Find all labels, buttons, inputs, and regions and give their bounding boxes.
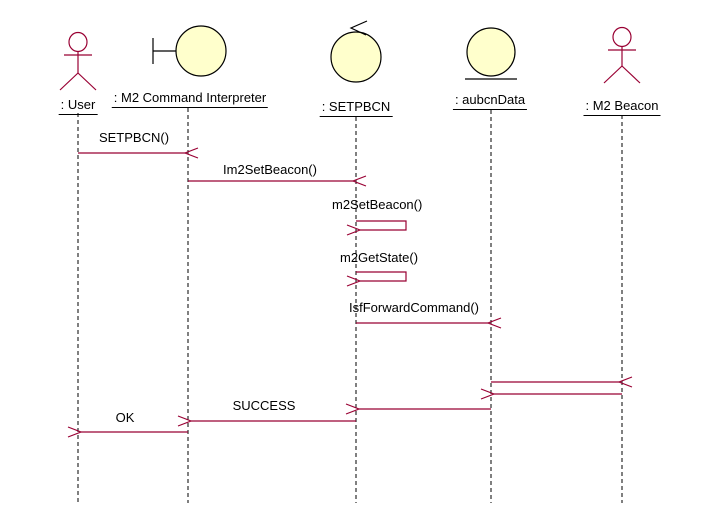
- message-label-im2setbeacon: Im2SetBeacon(): [223, 162, 317, 177]
- message-arrows: [78, 153, 622, 432]
- participant-label-m2-beacon: : M2 Beacon: [583, 98, 661, 116]
- arrow-m2setbeacon-self: [356, 220, 407, 230]
- entity-icon: [465, 27, 517, 80]
- control-icon: [330, 20, 382, 83]
- user-actor-icon: [59, 31, 97, 91]
- m2-beacon-actor-icon: [603, 26, 641, 84]
- participant-label-aubcndata: : aubcnData: [452, 92, 528, 110]
- message-label-success: SUCCESS: [232, 398, 296, 413]
- message-label-m2getstate: m2GetState(): [340, 250, 419, 265]
- participant-label-setpbcn: : SETPBCN: [319, 99, 393, 117]
- message-label-setpbcn: SETPBCN(): [98, 130, 170, 145]
- message-label-ok: OK: [115, 410, 135, 425]
- boundary-icon: [152, 25, 227, 77]
- arrow-m2getstate-self: [356, 271, 407, 281]
- message-label-isfforwardcommand: IsfForwardCommand(): [348, 300, 480, 315]
- participant-label-m2-command-interpreter: : M2 Command Interpreter: [111, 90, 269, 108]
- message-label-m2setbeacon: m2SetBeacon(): [332, 197, 423, 212]
- participant-label-user: : User: [58, 97, 98, 115]
